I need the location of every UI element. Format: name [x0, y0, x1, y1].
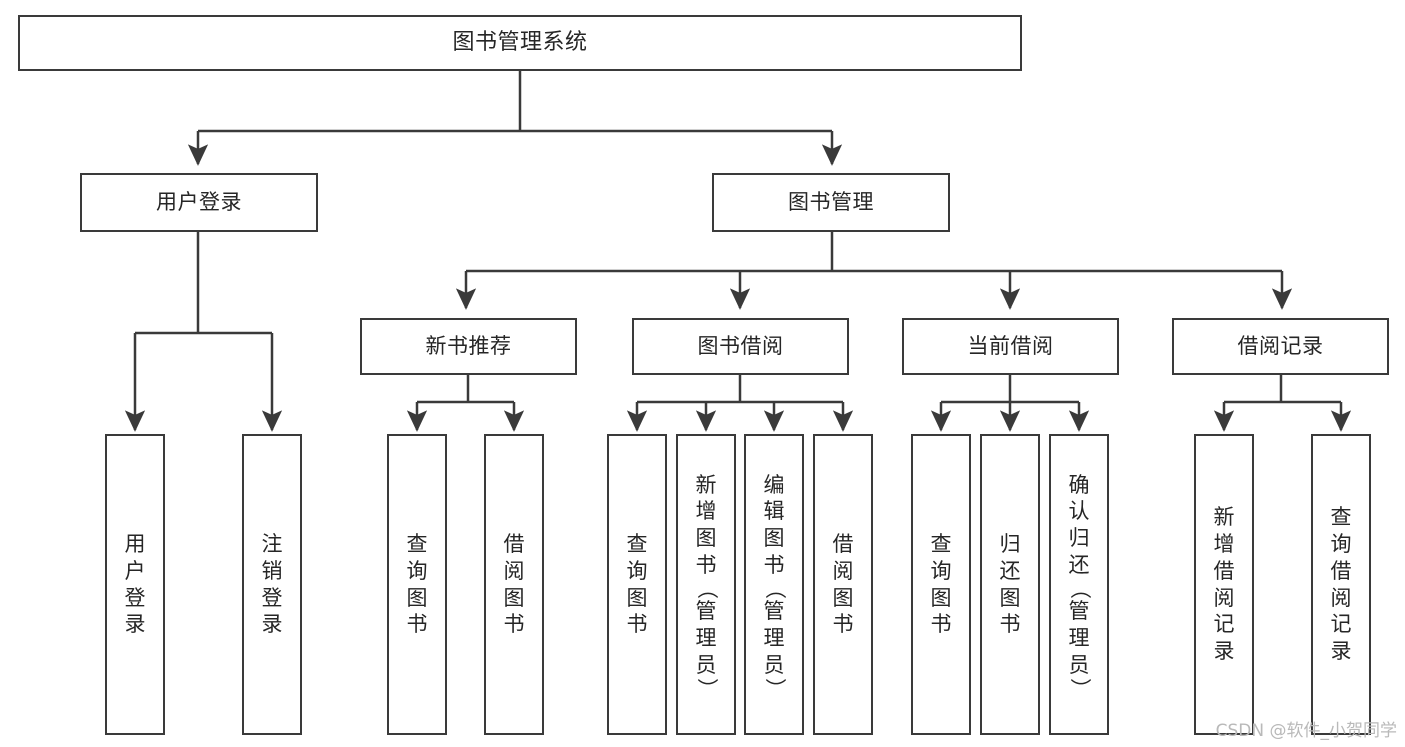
node-label: 查询借阅记录	[1330, 504, 1352, 664]
node-label: 图书管理系统	[452, 30, 588, 56]
node-label: 新增图书（管理员）	[694, 472, 719, 699]
leaf-recommend-query-book[interactable]: 查询图书	[387, 434, 447, 735]
leaf-current-query-book[interactable]: 查询图书	[911, 434, 971, 735]
leaf-records-query-record[interactable]: 查询借阅记录	[1311, 434, 1371, 735]
leaf-user-login[interactable]: 用户登录	[105, 434, 165, 735]
node-label: 新增借阅记录	[1213, 504, 1235, 664]
leaf-borrow-edit-book-admin[interactable]: 编辑图书（管理员）	[744, 434, 804, 735]
node-new-book-recommend[interactable]: 新书推荐	[360, 318, 577, 375]
node-label: 借阅图书	[503, 531, 525, 637]
node-label: 用户登录	[124, 531, 146, 637]
leaf-records-add-record[interactable]: 新增借阅记录	[1194, 434, 1254, 735]
node-label: 编辑图书（管理员）	[762, 472, 787, 699]
node-label: 新书推荐	[425, 334, 512, 359]
node-label: 确认归还（管理员）	[1067, 472, 1092, 699]
node-label: 归还图书	[999, 531, 1021, 637]
node-root-system[interactable]: 图书管理系统	[18, 15, 1022, 71]
node-borrow-records[interactable]: 借阅记录	[1172, 318, 1389, 375]
node-label: 借阅记录	[1237, 334, 1324, 359]
node-book-borrow[interactable]: 图书借阅	[632, 318, 849, 375]
leaf-recommend-borrow-book[interactable]: 借阅图书	[484, 434, 544, 735]
node-label: 用户登录	[156, 190, 242, 215]
node-label: 图书管理	[788, 190, 874, 215]
node-label: 查询图书	[930, 531, 952, 637]
leaf-borrow-borrow-book[interactable]: 借阅图书	[813, 434, 873, 735]
node-label: 注销登录	[261, 531, 283, 637]
node-label: 查询图书	[626, 531, 648, 637]
leaf-borrow-add-book-admin[interactable]: 新增图书（管理员）	[676, 434, 736, 735]
node-current-borrow[interactable]: 当前借阅	[902, 318, 1119, 375]
leaf-current-confirm-return-admin[interactable]: 确认归还（管理员）	[1049, 434, 1109, 735]
node-label: 当前借阅	[967, 334, 1054, 359]
leaf-borrow-query-book[interactable]: 查询图书	[607, 434, 667, 735]
leaf-user-logout[interactable]: 注销登录	[242, 434, 302, 735]
node-label: 借阅图书	[832, 531, 854, 637]
leaf-current-return-book[interactable]: 归还图书	[980, 434, 1040, 735]
csdn-watermark: CSDN @软件_小贺同学	[1215, 721, 1397, 741]
node-label: 查询图书	[406, 531, 428, 637]
node-book-management[interactable]: 图书管理	[712, 173, 950, 232]
node-label: 图书借阅	[697, 334, 784, 359]
node-user-login[interactable]: 用户登录	[80, 173, 318, 232]
